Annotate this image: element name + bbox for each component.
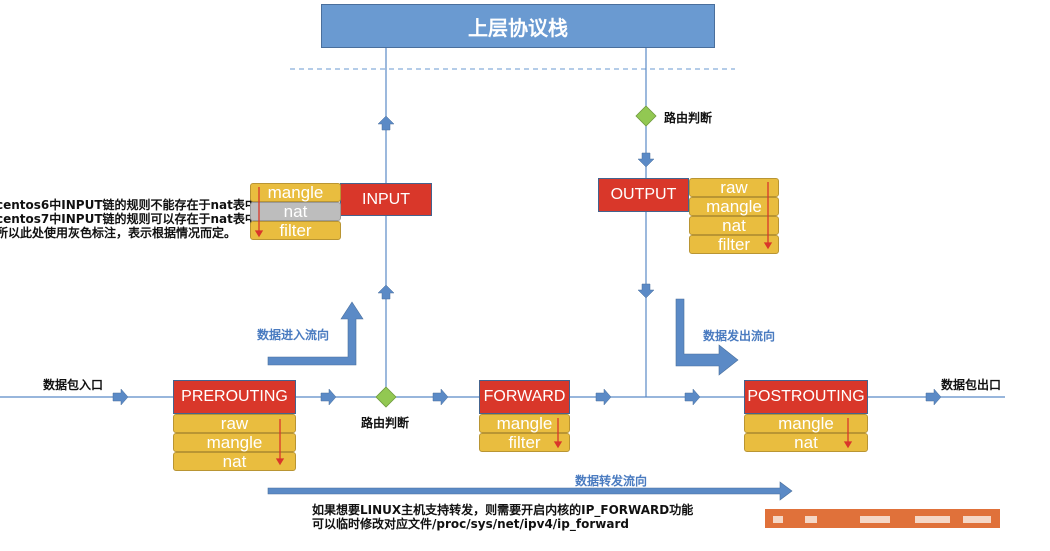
- outgoing-flow-arrow-icon: [675, 298, 739, 376]
- forward-note-line: 可以临时修改对应文件/proc/sys/net/ipv4/ip_forward: [312, 517, 629, 531]
- input-note: centos6中INPUT链的规则不能存在于nat表中 centos7中INPU…: [0, 198, 257, 240]
- input-note-line: centos7中INPUT链的规则可以存在于nat表中: [0, 212, 257, 226]
- table-raw: raw: [173, 414, 296, 433]
- upper-protocol-stack-box: 上层协议栈: [321, 4, 715, 48]
- forward-flow-label: 数据转发流向: [575, 474, 648, 488]
- incoming-flow-arrow-icon: [267, 301, 364, 366]
- exit-label: 数据包出口: [941, 378, 1002, 392]
- route-decision-diamond-icon: [635, 105, 657, 127]
- route-decision-diamond-icon: [375, 386, 397, 408]
- entry-label: 数据包入口: [43, 378, 104, 392]
- arrow-right-icon: [684, 388, 701, 406]
- table-mangle: mangle: [173, 433, 296, 452]
- arrow-up-icon: [377, 284, 395, 300]
- table-nat: nat: [173, 452, 296, 471]
- postrouting-tables: mangle nat: [744, 414, 868, 452]
- chain-postrouting: POSTROUTING: [744, 380, 868, 414]
- redacted-watermark: [765, 509, 1000, 528]
- forward-flow-arrow-icon: [267, 481, 793, 501]
- table-filter: filter: [479, 433, 570, 452]
- table-raw: raw: [689, 178, 779, 197]
- input-note-line: centos6中INPUT链的规则不能存在于nat表中: [0, 198, 257, 212]
- chain-forward: FORWARD: [479, 380, 570, 414]
- route-decision-label-top: 路由判断: [664, 111, 713, 125]
- chain-output: OUTPUT: [598, 178, 689, 212]
- table-nat: nat: [689, 216, 779, 235]
- table-nat: nat: [744, 433, 868, 452]
- outgoing-flow-label: 数据发出流向: [703, 329, 776, 343]
- arrow-right-icon: [595, 388, 612, 406]
- arrow-up-icon: [377, 115, 395, 131]
- table-mangle: mangle: [250, 183, 341, 202]
- route-decision-label-bottom: 路由判断: [361, 416, 410, 430]
- arrow-right-icon: [320, 388, 337, 406]
- arrow-right-icon: [925, 388, 942, 406]
- chain-input: INPUT: [340, 183, 432, 216]
- forward-note-line: 如果想要LINUX主机支持转发，则需要开启内核的IP_FORWARD功能: [312, 503, 694, 517]
- table-mangle: mangle: [479, 414, 570, 433]
- chain-prerouting: PREROUTING: [173, 380, 296, 414]
- output-tables: raw mangle nat filter: [689, 178, 779, 254]
- prerouting-tables: raw mangle nat: [173, 414, 296, 471]
- table-mangle: mangle: [744, 414, 868, 433]
- table-nat-conditional: nat: [250, 202, 341, 221]
- incoming-flow-label: 数据进入流向: [257, 328, 330, 342]
- table-mangle: mangle: [689, 197, 779, 216]
- arrow-right-icon: [112, 388, 129, 406]
- arrow-right-icon: [432, 388, 449, 406]
- table-filter: filter: [250, 221, 341, 240]
- forward-tables: mangle filter: [479, 414, 570, 452]
- input-note-line: 所以此处使用灰色标注，表示根据情况而定。: [0, 226, 237, 240]
- input-tables: mangle nat filter: [250, 183, 341, 240]
- arrow-down-icon: [637, 283, 655, 299]
- arrow-down-icon: [637, 152, 655, 168]
- table-filter: filter: [689, 235, 779, 254]
- forward-note: 如果想要LINUX主机支持转发，则需要开启内核的IP_FORWARD功能 可以临…: [312, 503, 693, 531]
